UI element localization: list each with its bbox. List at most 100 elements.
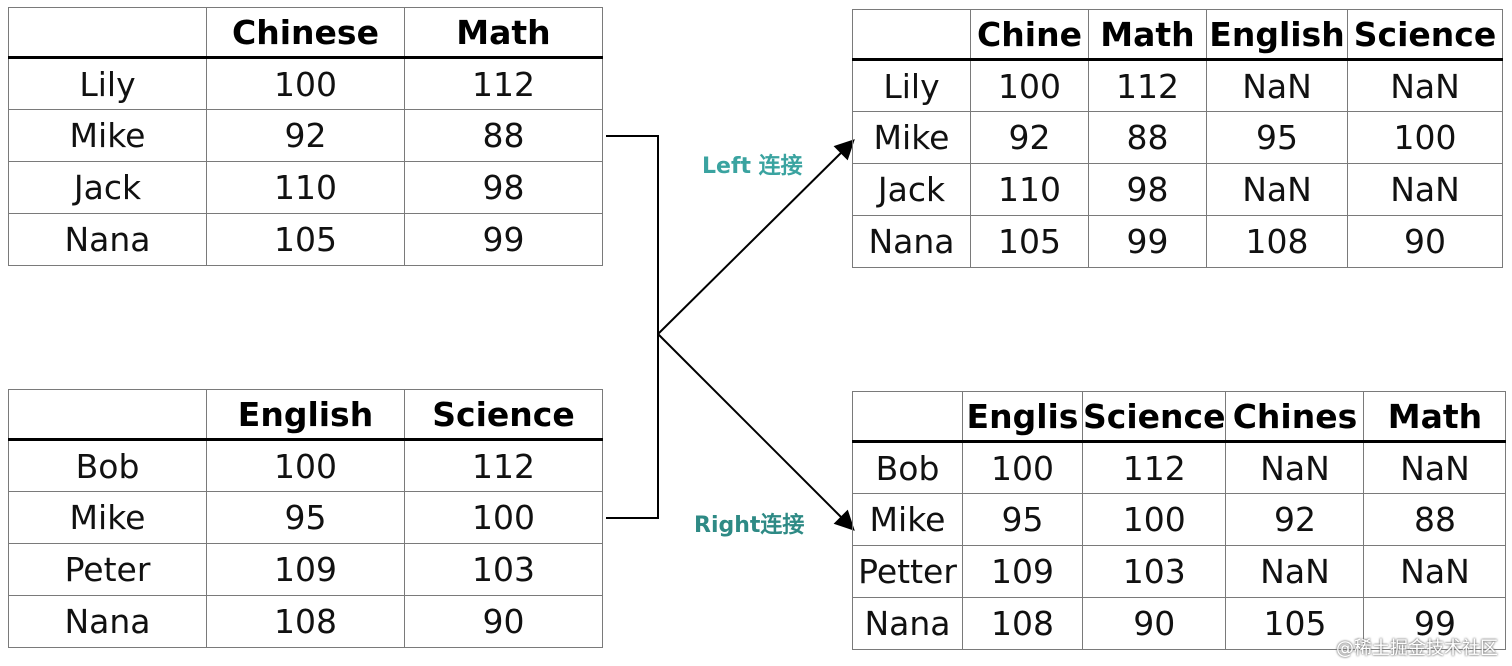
cell: 98: [404, 161, 603, 214]
cell: 105: [206, 213, 405, 266]
cell: 105: [970, 215, 1089, 268]
table-row: Bob 100 112: [8, 439, 603, 492]
cell: 110: [970, 163, 1089, 216]
header-cell: Math: [1363, 391, 1507, 443]
cell: 92: [970, 111, 1089, 164]
table-row: Jack 110 98 NaN NaN: [852, 163, 1503, 216]
row-name: Nana: [8, 595, 207, 648]
table-row: Mike 95 100: [8, 491, 603, 544]
cell: 112: [404, 57, 603, 110]
cell: 88: [1088, 111, 1207, 164]
table-row: Nana 108 90 105 99: [852, 597, 1507, 650]
cell: 100: [962, 441, 1083, 494]
header-cell: English: [1206, 9, 1348, 61]
table-row: Jack 110 98: [8, 161, 603, 214]
row-name: Nana: [852, 215, 971, 268]
table-row: Nana 105 99 108 90: [852, 215, 1503, 268]
left-join-label: Left 连接: [702, 154, 803, 179]
cell: 100: [206, 57, 405, 110]
row-name: Mike: [8, 491, 207, 544]
cell: 103: [1081, 545, 1227, 598]
row-name: Nana: [852, 597, 963, 650]
cell: 110: [206, 161, 405, 214]
row-name: Jack: [8, 161, 207, 214]
cell: 88: [1363, 493, 1507, 546]
table-row: Peter 109 103: [8, 543, 603, 596]
cell: 98: [1088, 163, 1207, 216]
cell: 112: [1081, 441, 1227, 494]
cell: 108: [962, 597, 1083, 650]
table-row: Petter 109 103 NaN NaN: [852, 545, 1507, 598]
table-left-join-result: Chine Math English Science Lily 100 112 …: [852, 9, 1503, 268]
cell: 88: [404, 109, 603, 162]
cell: NaN: [1347, 163, 1503, 216]
cell: 100: [1081, 493, 1227, 546]
arrow-left-join: [657, 139, 855, 335]
header-cell: Chine: [970, 9, 1089, 61]
right-join-label: Right连接: [694, 513, 805, 538]
cell: NaN: [1225, 441, 1365, 494]
cell: 100: [970, 59, 1089, 112]
header-cell: Chinese: [206, 7, 405, 59]
row-name: Lily: [852, 59, 971, 112]
cell: 109: [962, 545, 1083, 598]
header-cell: English: [206, 389, 405, 441]
header-cell: [852, 391, 963, 443]
row-name: Bob: [8, 439, 207, 492]
row-name: Petter: [852, 545, 963, 598]
cell: NaN: [1206, 59, 1348, 112]
header-cell: Science: [1347, 9, 1503, 61]
cell: 103: [404, 543, 603, 596]
table-row: Mike 92 88: [8, 109, 603, 162]
header-cell: [852, 9, 971, 61]
cell: 95: [1206, 111, 1348, 164]
cell: NaN: [1225, 545, 1365, 598]
table-row: Nana 108 90: [8, 595, 603, 648]
table-left-source: Chinese Math Lily 100 112 Mike 92 88 Jac…: [8, 7, 603, 266]
cell: 112: [404, 439, 603, 492]
header-cell: [8, 7, 207, 59]
table-row: Mike 95 100 92 88: [852, 493, 1507, 546]
cell: 90: [1347, 215, 1503, 268]
cell: 90: [1081, 597, 1227, 650]
cell: NaN: [1363, 441, 1507, 494]
row-name: Mike: [8, 109, 207, 162]
header-cell: Math: [1088, 9, 1207, 61]
cell: 100: [206, 439, 405, 492]
row-name: Lily: [8, 57, 207, 110]
cell: 112: [1088, 59, 1207, 112]
cell: 92: [1225, 493, 1365, 546]
watermark: @稀土掘金技术社区: [1336, 638, 1498, 659]
cell: 92: [206, 109, 405, 162]
row-name: Jack: [852, 163, 971, 216]
cell: NaN: [1206, 163, 1348, 216]
table-row: Lily 100 112 NaN NaN: [852, 59, 1503, 112]
cell: 90: [404, 595, 603, 648]
table-row: Nana 105 99: [8, 213, 603, 266]
cell: 108: [206, 595, 405, 648]
header-cell: Science: [1081, 391, 1227, 443]
row-name: Bob: [852, 441, 963, 494]
cell: 99: [1363, 597, 1507, 650]
row-name: Nana: [8, 213, 207, 266]
cell: NaN: [1347, 59, 1503, 112]
cell: 99: [404, 213, 603, 266]
header-cell: Science: [404, 389, 603, 441]
row-name: Mike: [852, 111, 971, 164]
cell: 99: [1088, 215, 1207, 268]
cell: 95: [962, 493, 1083, 546]
header-cell: Englis: [962, 391, 1083, 443]
connector-top: [606, 135, 659, 519]
table-row: Lily 100 112: [8, 57, 603, 110]
cell: NaN: [1363, 545, 1507, 598]
cell: 108: [1206, 215, 1348, 268]
row-name: Mike: [852, 493, 963, 546]
table-right-source: English Science Bob 100 112 Mike 95 100 …: [8, 389, 603, 648]
table-row: Mike 92 88 95 100: [852, 111, 1503, 164]
cell: 109: [206, 543, 405, 596]
header-cell: Math: [404, 7, 603, 59]
header-cell: [8, 389, 207, 441]
row-name: Peter: [8, 543, 207, 596]
cell: 100: [1347, 111, 1503, 164]
